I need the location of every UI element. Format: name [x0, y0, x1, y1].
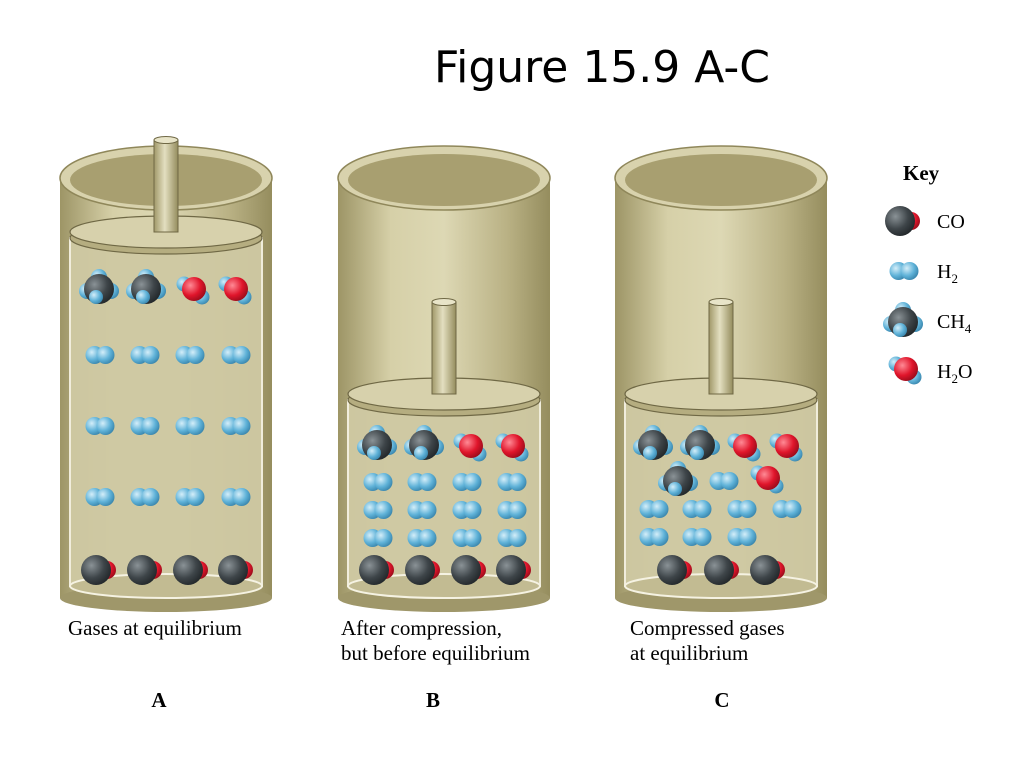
key-co-icon [885, 206, 920, 236]
key-label-h2o: H2O [937, 361, 972, 386]
cylinder-a [59, 136, 273, 612]
cylinder-c [614, 145, 828, 612]
key-label-co: CO [937, 211, 965, 233]
caption-b-line-1: After compression, [341, 616, 502, 640]
caption-b-line-2: but before equilibrium [341, 641, 530, 665]
panel-a: Gases at equilibrium A [59, 136, 273, 712]
key-label-ch4: CH4 [937, 311, 972, 336]
panel-letter-a: A [151, 688, 167, 712]
caption-c-line-1: Compressed gases [630, 616, 785, 640]
figure-title: Figure 15.9 A-C [434, 42, 770, 93]
key-legend: Key CO H2 CH4 H2O [883, 161, 972, 386]
key-h2o-icon [888, 356, 922, 385]
panel-c: Compressed gases at equilibrium C [614, 145, 828, 712]
panel-letter-b: B [426, 688, 440, 712]
panel-letter-c: C [714, 688, 729, 712]
key-ch4-icon [883, 302, 923, 337]
panel-b: After compression, but before equilibriu… [337, 145, 551, 712]
cylinder-b [337, 145, 551, 612]
key-h2-icon [889, 262, 919, 280]
key-label-h2: H2 [937, 261, 958, 286]
key-heading: Key [903, 161, 940, 185]
caption-c-line-2: at equilibrium [630, 641, 748, 665]
caption-a-line-1: Gases at equilibrium [68, 616, 242, 640]
